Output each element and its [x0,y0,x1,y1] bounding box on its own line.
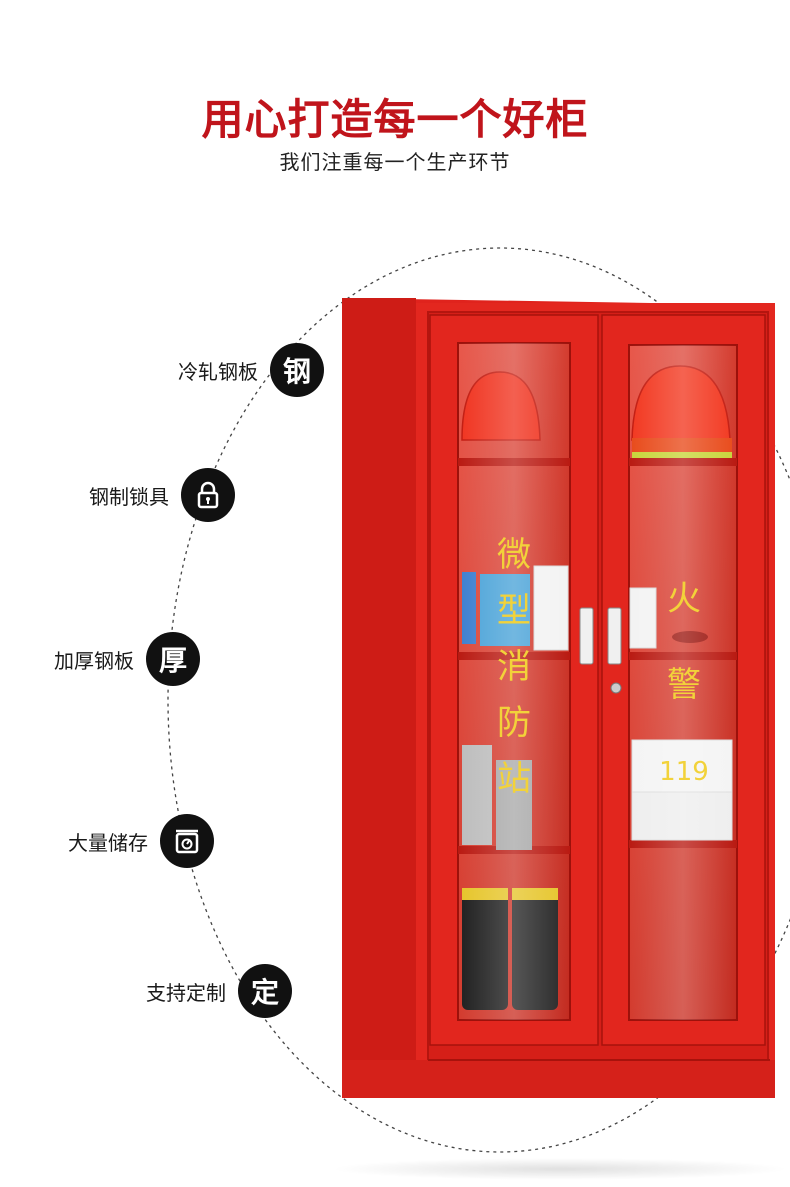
feature-label: 钢制锁具 [89,484,169,509]
door-character: 站 [497,759,531,799]
feature-cold-rolled-steel: 冷轧钢板 钢 [178,343,324,397]
custom-icon: 定 [238,964,292,1018]
emergency-number: 119 [659,757,709,787]
door-character: 警 [667,665,701,705]
feature-label: 支持定制 [146,980,226,1005]
feature-thick-steel: 加厚钢板 厚 [54,632,200,686]
page-subtitle: 我们注重每一个生产环节 [279,150,511,174]
door-character: 防 [497,703,531,743]
door-character: 微 [497,535,531,575]
page-title: 用心打造每一个好柜 [201,95,589,144]
steel-icon: 钢 [270,343,324,397]
feature-label: 大量储存 [68,830,148,855]
feature-customization: 支持定制 定 [146,964,292,1018]
scale-icon [160,814,214,868]
feature-label: 加厚钢板 [54,648,134,673]
decorative-dashed-circle [167,247,790,1153]
door-character: 火 [667,579,701,619]
floor-shadow [330,1158,790,1180]
lock-icon [181,468,235,522]
door-character: 型 [497,591,531,631]
feature-steel-lock: 钢制锁具 [89,468,235,522]
door-character: 消 [497,647,531,687]
cabinet [342,298,775,1098]
cabinet-right-door-text: 火警 [667,579,701,705]
feature-label: 冷轧钢板 [178,359,258,384]
feature-large-storage: 大量储存 [68,814,214,868]
thick-icon: 厚 [146,632,200,686]
